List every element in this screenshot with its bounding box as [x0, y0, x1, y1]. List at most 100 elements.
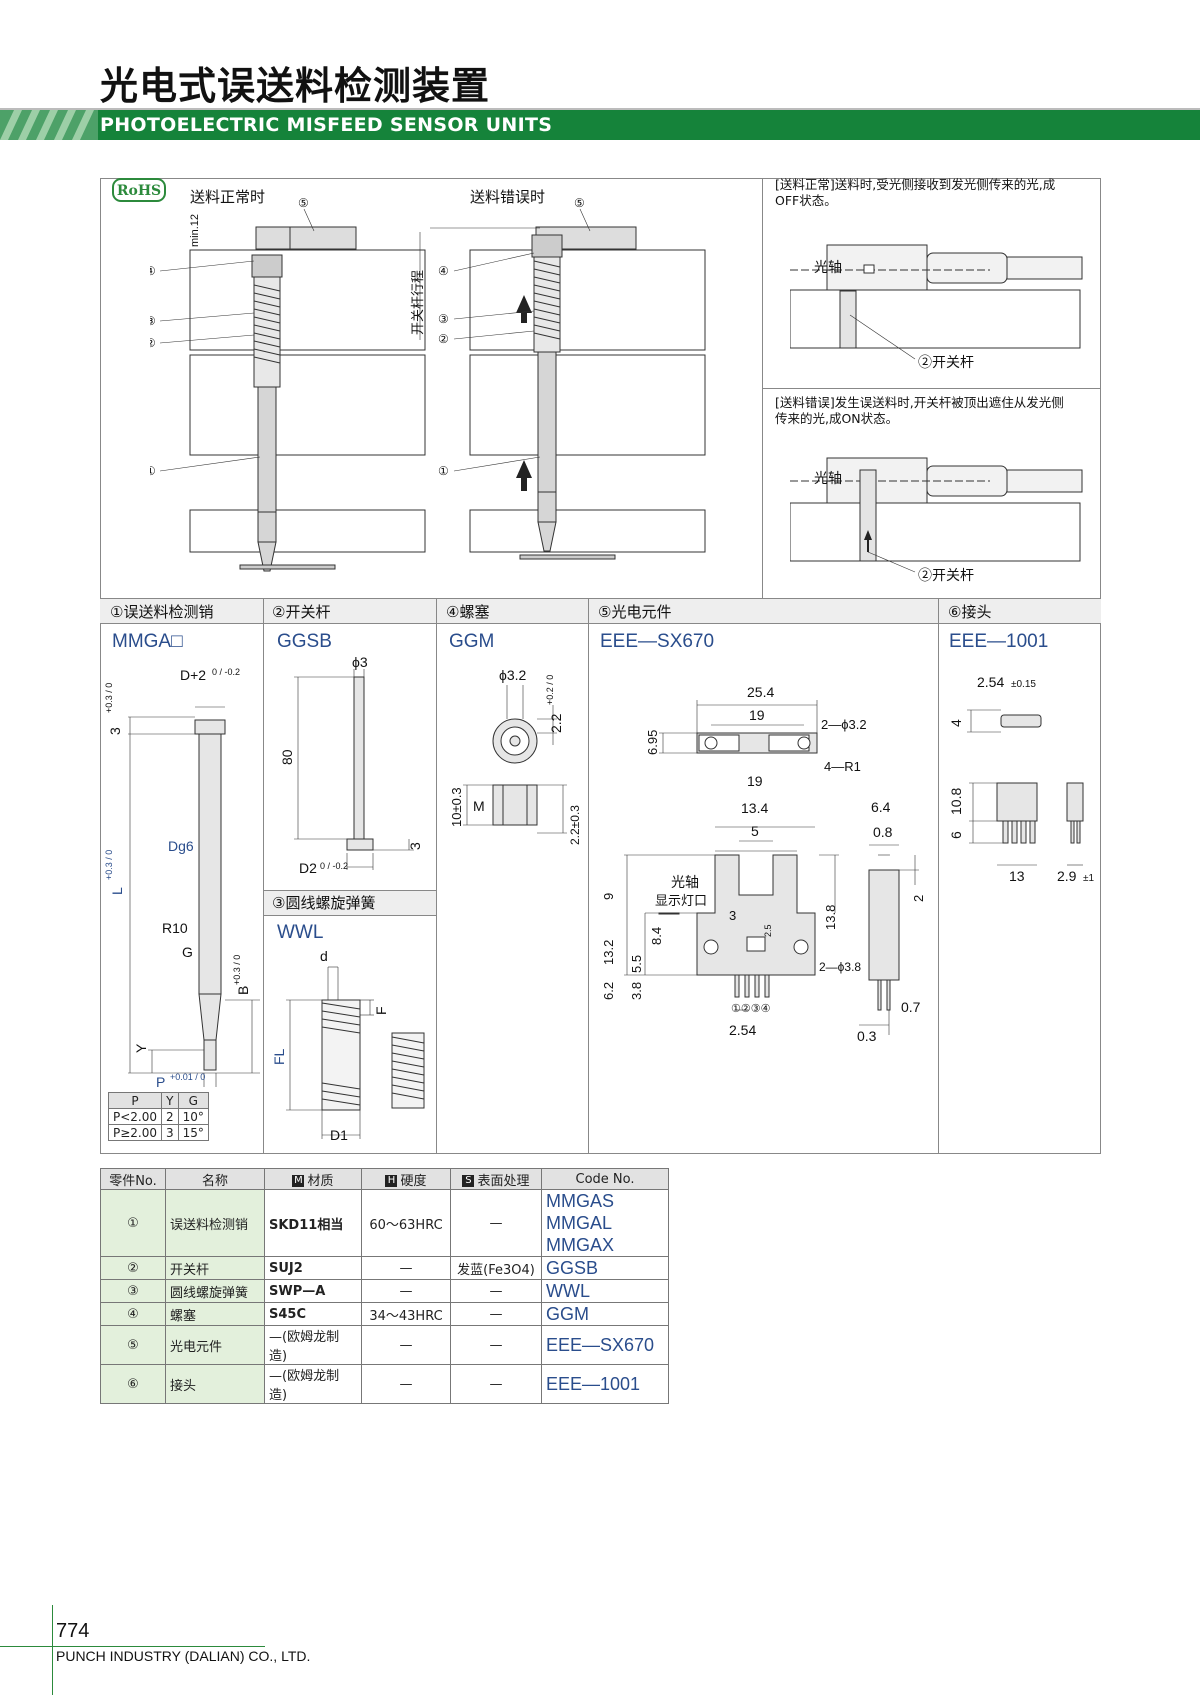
svg-text:13.2: 13.2	[601, 940, 616, 965]
svg-text:②开关杆: ②开关杆	[918, 567, 974, 583]
svg-text:⑤: ⑤	[298, 196, 309, 210]
title-banner	[0, 110, 1200, 140]
code-link[interactable]: WWL	[541, 1279, 669, 1303]
svg-text:6.95: 6.95	[645, 730, 660, 755]
footer-vrule	[52, 1605, 53, 1695]
normal-feed-label: 送料正常时	[190, 188, 266, 206]
section-head-2: ②开关杆	[272, 603, 331, 621]
svg-text:ϕ3: ϕ3	[352, 655, 368, 670]
pyg-header-y: Y	[161, 1092, 179, 1109]
svg-text:10.8: 10.8	[948, 788, 964, 815]
code-link[interactable]: EEE—SX670	[541, 1325, 669, 1365]
table-row: ① 误送料检测销 SKD11相当 60～63HRC — MMGAS MMGAL …	[100, 1189, 669, 1257]
footer-rule	[0, 1646, 265, 1647]
table-row: ④ 螺塞 S45C 34～43HRC — GGM	[100, 1302, 669, 1326]
code-link[interactable]: MMGAL	[546, 1213, 613, 1233]
code-link[interactable]: GGM	[541, 1302, 669, 1326]
svg-text:2.5: 2.5	[763, 924, 773, 937]
svg-text:2.54: 2.54	[977, 674, 1004, 690]
svg-text:Y: Y	[133, 1043, 149, 1053]
svg-text:FL: FL	[271, 1048, 287, 1065]
header-part-no: 零件No.	[100, 1168, 166, 1190]
svg-text:G: G	[182, 944, 193, 960]
svg-text:13: 13	[1009, 868, 1025, 884]
sensor-error-diagram: 光轴 ②开关杆	[790, 457, 1083, 583]
svg-text:2.54: 2.54	[729, 1022, 756, 1038]
svg-text:min.12: min.12	[189, 214, 201, 247]
svg-text:6.4: 6.4	[871, 799, 891, 815]
code-e1001: EEE—1001	[949, 631, 1049, 652]
header-name: 名称	[165, 1168, 265, 1190]
page-subtitle-en: PHOTOELECTRIC MISFEED SENSOR UNITS	[100, 114, 553, 136]
svg-text:25.4: 25.4	[747, 684, 774, 700]
code-link[interactable]: MMGAS	[546, 1191, 615, 1211]
svg-text:0.8: 0.8	[873, 824, 893, 840]
sensor-normal-diagram: 光轴 ②开关杆	[790, 244, 1083, 370]
code-link[interactable]: EEE—1001	[541, 1364, 669, 1404]
col-divider-4	[938, 598, 939, 1154]
svg-text:19: 19	[747, 773, 763, 789]
svg-text:光轴: 光轴	[814, 259, 842, 275]
svg-text:②开关杆: ②开关杆	[918, 354, 974, 370]
svg-text:8.4: 8.4	[649, 927, 664, 945]
svg-text:0.7: 0.7	[901, 999, 921, 1015]
pyg-header-g: G	[177, 1092, 209, 1109]
svg-text:+0.3 / 0: +0.3 / 0	[232, 955, 242, 985]
svg-text:4—R1: 4—R1	[824, 759, 861, 774]
code-link[interactable]: GGSB	[541, 1256, 669, 1280]
svg-text:10±0.3: 10±0.3	[449, 787, 464, 827]
col-divider-3	[588, 598, 589, 1154]
svg-text:L: L	[109, 887, 125, 895]
svg-text:光轴: 光轴	[671, 874, 699, 890]
svg-text:①: ①	[150, 464, 156, 478]
svg-text:Dg6: Dg6	[168, 838, 194, 854]
section-head-6: ⑥接头	[948, 603, 992, 621]
table-row: ② 开关杆 SUJ2 — 发蓝(Fe3O4) GGSB	[100, 1256, 669, 1280]
svg-text:+0.01 / 0: +0.01 / 0	[170, 1072, 205, 1082]
col-divider-1	[263, 598, 264, 1154]
svg-text:③: ③	[438, 312, 449, 326]
svg-text:+0.3 / 0: +0.3 / 0	[104, 850, 114, 880]
svg-text:D2: D2	[299, 860, 317, 876]
svg-text:D+2: D+2	[180, 667, 206, 683]
table-row: P≥2.00 3 15°	[107, 1124, 209, 1141]
code-link[interactable]: MMGAX	[546, 1235, 615, 1255]
svg-text:3: 3	[107, 727, 123, 735]
section-head-5: ⑤光电元件	[598, 603, 672, 621]
svg-text:D1: D1	[330, 1127, 348, 1143]
svg-text:2—ϕ3.8: 2—ϕ3.8	[819, 960, 861, 974]
svg-text:2.9: 2.9	[1057, 868, 1077, 884]
svg-text:①②③④: ①②③④	[731, 1003, 771, 1015]
svg-text:B: B	[235, 986, 251, 995]
svg-text:3: 3	[407, 842, 423, 850]
svg-text:+0.2 / 0: +0.2 / 0	[545, 675, 555, 705]
svg-text:⑤: ⑤	[574, 196, 585, 210]
svg-text:6.2: 6.2	[601, 982, 616, 1000]
svg-text:0 / -0.2: 0 / -0.2	[320, 861, 348, 871]
svg-text:2—ϕ3.2: 2—ϕ3.2	[821, 717, 867, 732]
note-normal: [送料正常]送料时,受光侧接收到发光侧传来的光,成OFF状态。	[775, 177, 1056, 208]
svg-text:②: ②	[438, 332, 449, 346]
ggsb-drawing: ϕ3 80 3 D2 0 / -0.2	[279, 655, 423, 876]
section-head-3-bar: ③圆线螺旋弹簧	[264, 890, 436, 916]
error-feed-label: 送料错误时	[470, 188, 546, 206]
mmga-drawing: D+2 0 / -0.2 3 +0.3 / 0 L +0.3 / 0 Dg6 R…	[104, 667, 260, 1090]
surface-badge: S	[462, 1175, 475, 1187]
sx670-drawing: 25.4 19 2—ϕ3.2 6.95 4—R1 19 13.4 5 6.4 0…	[601, 684, 926, 1044]
material-badge: M	[292, 1175, 305, 1187]
svg-text:3: 3	[729, 908, 736, 923]
assembly-diagram: ④ ③ ② ① ⑤ min.12 ④ ③ ② ① ⑤ 开关杆行程	[150, 196, 706, 572]
svg-text:2.2±0.3: 2.2±0.3	[568, 805, 582, 845]
code-sx670: EEE—SX670	[600, 631, 715, 652]
svg-text:13.4: 13.4	[741, 800, 768, 816]
svg-text:80: 80	[279, 749, 295, 765]
header-rule	[0, 108, 1200, 110]
drawing-frame	[100, 178, 1101, 1154]
svg-text:ϕ3.2: ϕ3.2	[499, 667, 527, 683]
svg-text:6: 6	[948, 831, 964, 839]
svg-text:R10: R10	[162, 920, 188, 936]
note-error: [送料错误]发生误送料时,开关杆被顶出遮住从发光侧传来的光,成ON状态。	[775, 395, 1064, 426]
